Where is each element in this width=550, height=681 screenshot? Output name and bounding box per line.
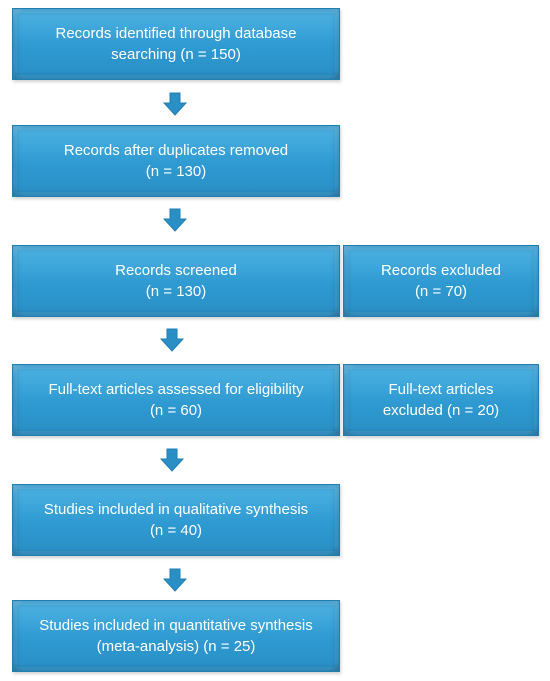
box-records-screened-line1: Records screened [115,262,237,279]
box-records-screened-line2: (n = 130) [145,283,207,300]
box-records-excluded-line2: (n = 70) [414,283,468,300]
down-arrow-icon [163,568,187,592]
down-arrow-icon [163,92,187,116]
box-fulltext-assessed-line2: (n = 60) [149,402,203,419]
box-records-screened: Records screened (n = 130) [12,245,340,317]
box-quantitative-synthesis: Studies included in quantitative synthes… [12,600,340,672]
box-fulltext-assessed: Full-text articles assessed for eligibil… [12,364,340,436]
box-records-identified-line2: searching (n = 150) [111,46,241,63]
box-records-identified: Records identified through database sear… [12,8,340,80]
box-duplicates-removed-line2: (n = 130) [145,163,207,180]
box-fulltext-excluded-line2: excluded (n = 20) [382,402,500,419]
box-quantitative-synthesis-line2: (meta-analysis) (n = 25) [96,638,256,655]
box-records-excluded-line1: Records excluded [380,262,502,279]
box-records-identified-line1: Records identified through database [55,25,297,42]
box-records-excluded: Records excluded (n = 70) [343,245,539,317]
box-qualitative-synthesis-line1: Studies included in qualitative synthesi… [43,501,309,518]
down-arrow-icon [160,448,184,472]
box-quantitative-synthesis-line1: Studies included in quantitative synthes… [39,617,313,634]
box-qualitative-synthesis-line2: (n = 40) [149,522,203,539]
box-qualitative-synthesis: Studies included in qualitative synthesi… [12,484,340,556]
box-fulltext-assessed-line1: Full-text articles assessed for eligibil… [48,381,304,398]
down-arrow-icon [163,208,187,232]
box-duplicates-removed: Records after duplicates removed (n = 13… [12,125,340,197]
box-duplicates-removed-line1: Records after duplicates removed [63,142,289,159]
box-fulltext-excluded-line1: Full-text articles [388,381,494,398]
box-fulltext-excluded: Full-text articles excluded (n = 20) [343,364,539,436]
down-arrow-icon [160,328,184,352]
